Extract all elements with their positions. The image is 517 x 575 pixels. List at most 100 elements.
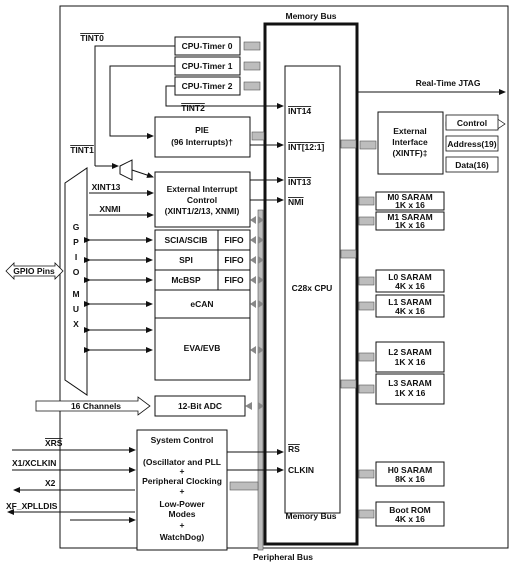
m0-size: 1K x 16 [395,200,425,210]
l0-saram [375,269,445,293]
external-interrupt-block [154,171,251,228]
l1-name: L1 SARAM [388,297,431,307]
peripheral-bus-bar [257,209,264,551]
sysctl-line-2: + [180,466,185,476]
h0-size: 8K x 16 [395,474,425,484]
spi-label: SPI [179,255,193,265]
data-arrow [445,156,499,173]
l0-size: 4K x 16 [395,281,425,291]
xintf-label-3: (XINTF)‡ [393,148,428,158]
adc-channels-label: 16 Channels [71,401,121,411]
sysctl-line-5: Low-Power [159,499,205,509]
fifo-label-3: FIFO [224,275,244,285]
nmi-label: NMI [288,197,304,207]
system-control-title: System Control [151,435,214,445]
sysctl-line-6: Modes [169,509,196,519]
tint1-line [109,65,175,139]
gpio-mux [64,167,88,396]
m1-saram [375,211,445,231]
l2-name: L2 SARAM [388,347,431,357]
x2-label: X2 [45,478,56,488]
data-label: Data(16) [455,160,489,170]
m0-saram [375,191,445,211]
gpio-letter-x: X [73,319,79,329]
m1-name: M1 SARAM [387,212,432,222]
cpu-timer-1-label: CPU-Timer 1 [182,61,233,71]
gpio-pins-label: GPIO Pins [13,266,55,276]
m0-name: M0 SARAM [387,192,432,202]
xintf-label-1: External [393,126,427,136]
l0-name: L0 SARAM [388,272,431,282]
xnmi-label: XNMI [99,204,120,214]
gpio-letter-i: I [75,252,77,262]
memory-bus-connectors-right [358,196,375,519]
sysctl-line-1: (Oscillator and PLL [143,457,221,467]
m1-size: 1K x 16 [395,220,425,230]
xintf-label-2: Interface [392,137,428,147]
pie-block [154,116,251,158]
l2-size: 1K X 16 [395,357,426,367]
scia-scib-label: SCIA/SCIB [165,235,208,245]
h0-saram [375,461,445,487]
l3-saram [375,373,445,405]
memory-bus-connectors-left [243,41,265,141]
gpio-peripheral-links [84,237,153,353]
clkin-label: CLKIN [288,465,314,475]
gpio-letter-m: M [72,289,79,299]
x1-label: X1/XCLKIN [12,458,56,468]
memory-bus-frame [263,22,359,546]
gpio-letter-u: U [73,304,79,314]
xf-label: XF_XPLLDIS [6,501,58,511]
mcbsp-label: McBSP [171,275,201,285]
ext-int-label-3: (XINT1/2/13, XNMI) [165,206,240,216]
pie-label: PIE [195,125,209,135]
pie-sub-label: (96 Interrupts)† [171,137,233,147]
peripheral-bus-label: Peripheral Bus [253,552,313,562]
rs-label: RS [288,444,300,454]
xint13-mux [119,159,133,181]
l3-size: 1K X 16 [395,388,426,398]
ext-int-label-2: Control [187,195,217,205]
l3-name: L3 SARAM [388,378,431,388]
tint0-label: TINT0 [80,33,104,43]
memory-blocks: M0 SARAM 1K x 16 M1 SARAM 1K x 16 L0 SAR… [375,191,445,527]
h0-name: H0 SARAM [388,465,432,475]
sysctl-bus-link [229,481,259,491]
l2-saram [375,341,445,373]
peripheral-bus-connectors [245,216,264,410]
int13-label: INT13 [288,177,311,187]
jtag-label: Real-Time JTAG [416,78,481,88]
boot-rom-size: 4K x 16 [395,514,425,524]
gpio-letter-o: O [73,267,80,277]
int-12-1-label: INT[12:1] [288,142,325,152]
boot-rom-name: Boot ROM [389,505,431,515]
ecan-eva-block [154,289,251,381]
gpio-pins-arrow [5,262,64,280]
cpu-block [284,65,341,514]
memory-bus-top-label: Memory Bus [285,11,336,21]
sysctl-line-3: Peripheral Clocking [142,476,222,486]
fifo-label-1: FIFO [224,235,244,245]
address-arrow [445,135,499,152]
adc-label: 12-Bit ADC [178,401,222,411]
system-control-block [136,429,228,551]
tint2-label: TINT2 [181,103,205,113]
xrs-label: XRS [45,438,63,448]
serial-peripherals-block [154,229,251,291]
adc-channels-arrow [35,396,151,416]
sysctl-line-7: + [180,520,185,530]
cpu-timer-0-label: CPU-Timer 0 [182,41,233,51]
tint2-line [165,85,284,109]
sysctl-line-4: + [180,486,185,496]
gpio-letter-g: G [73,222,80,232]
fifo-label-2: FIFO [224,255,244,265]
xintf-bus-link [359,140,377,150]
control-label: Control [457,118,487,128]
boot-rom [375,501,445,527]
cpu-label: C28x CPU [292,283,333,293]
eva-evb-label: EVA/EVB [184,343,221,353]
cpu-bus-connectors [340,139,357,389]
xintf-block [377,111,444,175]
l1-saram [375,294,445,318]
